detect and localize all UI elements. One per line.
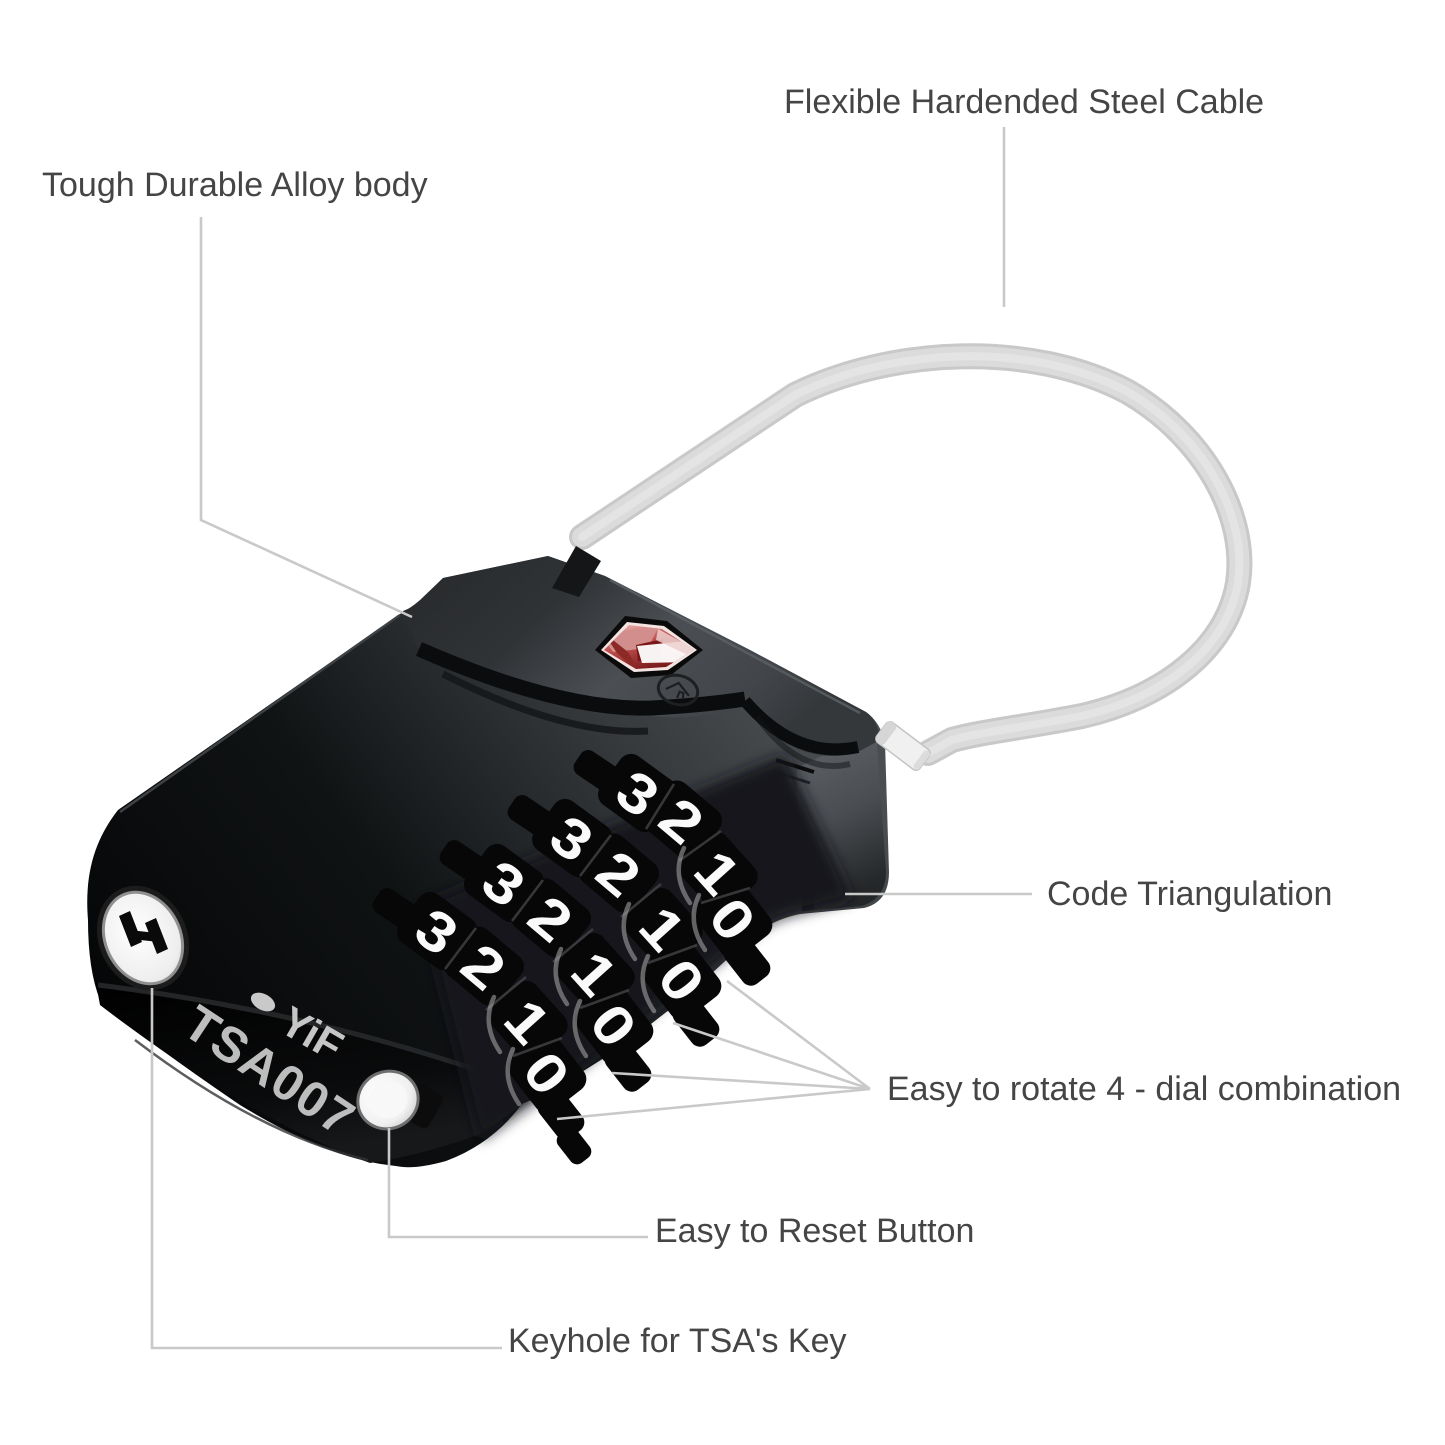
svg-text:Tough Durable Alloy body: Tough Durable Alloy body xyxy=(42,166,428,204)
svg-text:Code Triangulation: Code Triangulation xyxy=(1047,875,1332,913)
svg-text:Easy to Reset Button: Easy to Reset Button xyxy=(655,1212,974,1250)
svg-text:Easy to rotate 4 - dial combin: Easy to rotate 4 - dial combination xyxy=(887,1070,1401,1108)
svg-text:Keyhole for TSA's Key: Keyhole for TSA's Key xyxy=(508,1322,846,1360)
svg-text:Flexible Hardended Steel Cable: Flexible Hardended Steel Cable xyxy=(784,83,1264,121)
